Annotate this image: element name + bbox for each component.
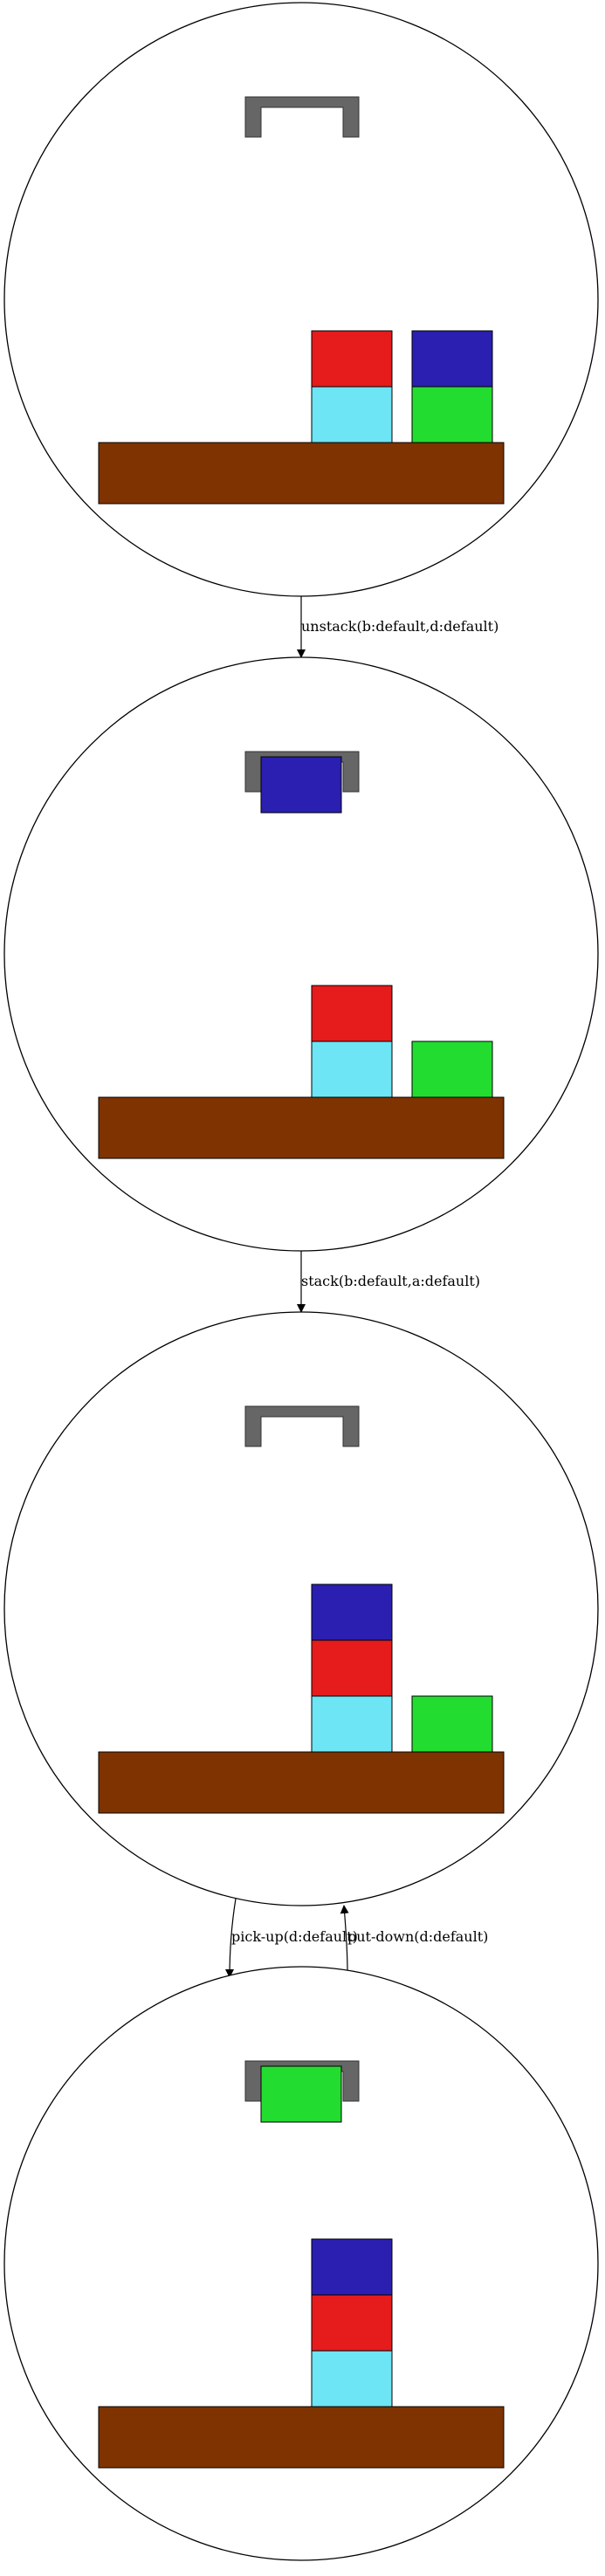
state-circle: [3, 1311, 599, 1906]
gripper-icon: [244, 1405, 360, 1447]
held-blue-block: [260, 756, 342, 814]
blue-block: [311, 2238, 393, 2296]
blue-block: [311, 1583, 393, 1641]
transition-arrow: [225, 1898, 237, 1978]
state-nodes: [3, 2, 599, 2561]
cyan-block: [311, 2350, 393, 2408]
transition-arrow: [340, 1905, 349, 1974]
table: [98, 1096, 505, 1159]
held-green-block: [260, 2065, 342, 2123]
transition-label: put-down(d:default): [347, 1928, 488, 1945]
state-node-2: [3, 656, 599, 1252]
gripper-icon: [244, 96, 360, 138]
transition-label: stack(b:default,a:default): [301, 1273, 480, 1289]
green-block: [411, 1041, 493, 1098]
state-node-1: [3, 2, 599, 597]
red-block: [311, 985, 393, 1042]
state-node-4: [3, 1966, 599, 2561]
red-block: [311, 1639, 393, 1697]
blue-block: [411, 330, 493, 388]
red-block: [311, 330, 393, 388]
green-block: [411, 386, 493, 443]
cyan-block: [311, 1041, 393, 1098]
state-circle: [3, 1966, 599, 2561]
transition-edge-3: pick-up(d:default): [225, 1898, 358, 1978]
table: [98, 442, 505, 505]
cyan-block: [311, 386, 393, 443]
state-circle: [3, 2, 599, 597]
transition-label: pick-up(d:default): [231, 1928, 358, 1945]
state-circle: [3, 656, 599, 1252]
transition-edge-2: stack(b:default,a:default): [297, 1251, 480, 1313]
transition-edge-1: unstack(b:default,d:default): [297, 596, 498, 658]
green-block: [411, 1695, 493, 1753]
state-node-3: [3, 1311, 599, 1906]
transition-label: unstack(b:default,d:default): [301, 618, 498, 635]
transition-edges: unstack(b:default,d:default) stack(b:defa…: [225, 596, 498, 1978]
transition-edge-4: put-down(d:default): [340, 1905, 488, 1974]
table: [98, 2406, 505, 2469]
red-block: [311, 2294, 393, 2352]
cyan-block: [311, 1695, 393, 1753]
table: [98, 1751, 505, 1814]
